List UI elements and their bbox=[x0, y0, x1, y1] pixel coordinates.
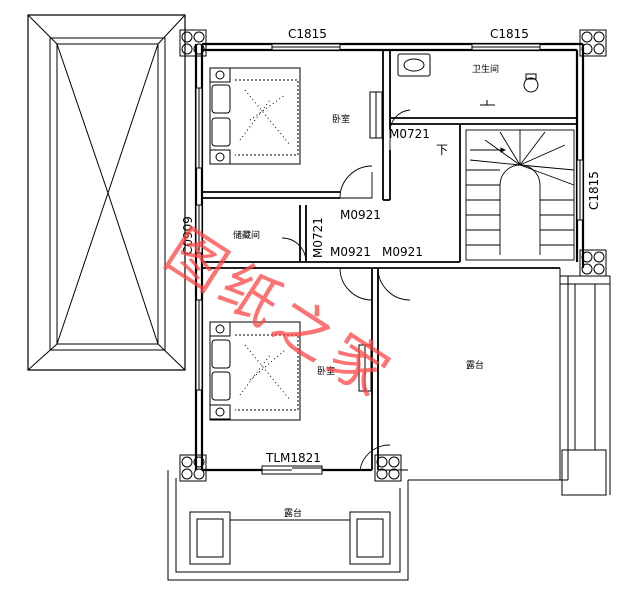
label-stair-down: 下 bbox=[436, 143, 448, 157]
label-window-bedroom1: C1815 bbox=[288, 27, 327, 41]
side-windows bbox=[195, 87, 203, 391]
label-bedroom-upper: 卧室 bbox=[332, 113, 350, 125]
label-terrace-right: 露台 bbox=[466, 359, 484, 371]
label-terrace-bottom: 露台 bbox=[284, 507, 302, 519]
label-sliding-door: TLM1821 bbox=[265, 451, 321, 465]
staircase bbox=[465, 129, 575, 261]
terrace-bottom bbox=[167, 470, 409, 581]
label-window-storage: C0909 bbox=[181, 216, 195, 255]
bed-upper bbox=[209, 67, 301, 165]
label-window-stair: C1815 bbox=[587, 171, 601, 210]
window-stair bbox=[576, 159, 584, 221]
bathroom-fixtures bbox=[397, 53, 539, 106]
window-bedroom1 bbox=[271, 43, 341, 51]
label-storage-room: 储藏间 bbox=[233, 229, 260, 241]
label-door-bedroom1: M0921 bbox=[340, 208, 381, 222]
wardrobes bbox=[358, 91, 383, 392]
corner-columns bbox=[179, 29, 607, 482]
hip-roof bbox=[27, 14, 186, 371]
terrace-right-railing bbox=[378, 268, 611, 496]
label-door-storage: M0721 bbox=[311, 217, 325, 258]
label-bathroom: 卫生间 bbox=[472, 63, 499, 75]
sliding-door bbox=[261, 465, 323, 475]
door-swings bbox=[281, 109, 411, 471]
window-bath bbox=[471, 43, 541, 51]
interior-walls bbox=[202, 50, 577, 470]
label-bedroom-lower: 卧室 bbox=[317, 365, 335, 377]
label-door-bath: M0721 bbox=[389, 127, 430, 141]
window-storage bbox=[195, 204, 203, 254]
label-door-hall-left: M0921 bbox=[330, 245, 371, 259]
bed-lower bbox=[209, 321, 301, 421]
label-door-hall-right: M0921 bbox=[382, 245, 423, 259]
label-window-bath: C1815 bbox=[490, 27, 529, 41]
